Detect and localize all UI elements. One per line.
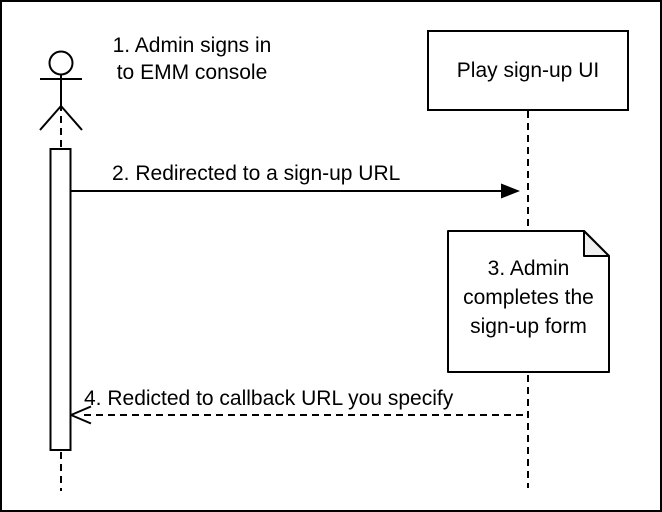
note-fold-corner bbox=[583, 230, 610, 257]
participant-box-play-signup-ui: Play sign-up UI bbox=[427, 30, 629, 111]
message-4-label: 4. Redicted to callback URL you specify bbox=[84, 387, 454, 410]
activation-bar bbox=[49, 148, 72, 451]
person-stick-figure-icon bbox=[39, 50, 83, 131]
participant-label: Play sign-up UI bbox=[456, 58, 600, 82]
message-2-arrow bbox=[71, 183, 520, 199]
actor-message-1-label: 1. Admin signs in to EMM console bbox=[112, 34, 272, 84]
note-label: 3. Admin completes the sign-up form bbox=[463, 257, 594, 338]
message-4-arrow bbox=[70, 405, 528, 425]
message-2-label: 2. Redirected to a sign-up URL bbox=[112, 162, 401, 185]
note-shape bbox=[447, 230, 610, 373]
